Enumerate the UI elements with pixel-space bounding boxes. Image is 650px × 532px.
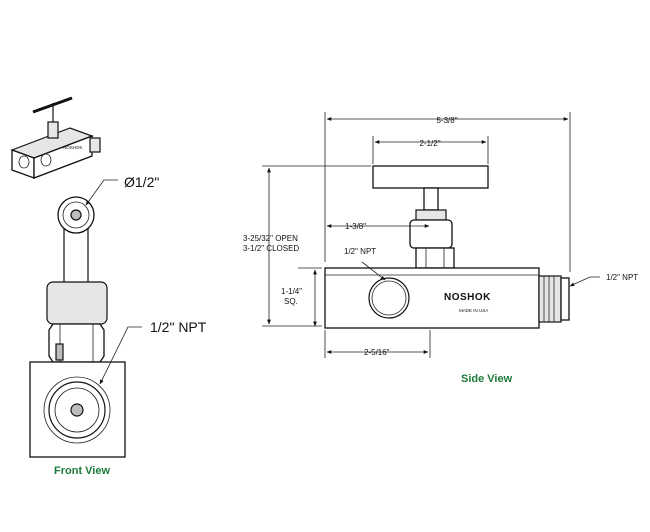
outlet-npt-label: 1/2" NPT bbox=[606, 273, 638, 282]
dim-height-closed: 3-1/2" CLOSED bbox=[243, 244, 299, 253]
made-in-usa-text: MADE IN USA bbox=[459, 308, 488, 313]
dim-height-open: 3-25/32" OPEN bbox=[243, 234, 298, 243]
dim-port-offset: 2-5/16" bbox=[364, 348, 390, 357]
dim-handle-offset: 1-3/8" bbox=[345, 222, 366, 231]
front-view-caption: Front View bbox=[54, 465, 110, 477]
dim-body-square: 1-1/4" bbox=[281, 287, 302, 296]
iso-brand-text: NOSHOK bbox=[63, 145, 83, 150]
dim-body-square-sq: SQ. bbox=[284, 297, 298, 306]
side-view-caption: Side View bbox=[461, 373, 513, 385]
dim-overall-length: 5-3/8" bbox=[436, 116, 457, 125]
isometric-valve-thumbnail: NOSHOK bbox=[10, 96, 101, 179]
dim-handle-width: 2-1/2" bbox=[419, 139, 440, 148]
noshok-logo: NOSHOK bbox=[444, 292, 491, 303]
port-npt-label: 1/2" NPT bbox=[344, 247, 376, 256]
front-npt-label: 1/2" NPT bbox=[150, 319, 207, 335]
front-diameter-label: Ø1/2" bbox=[124, 174, 159, 190]
side-view-drawing bbox=[262, 112, 600, 358]
front-view-drawing bbox=[29, 179, 142, 458]
